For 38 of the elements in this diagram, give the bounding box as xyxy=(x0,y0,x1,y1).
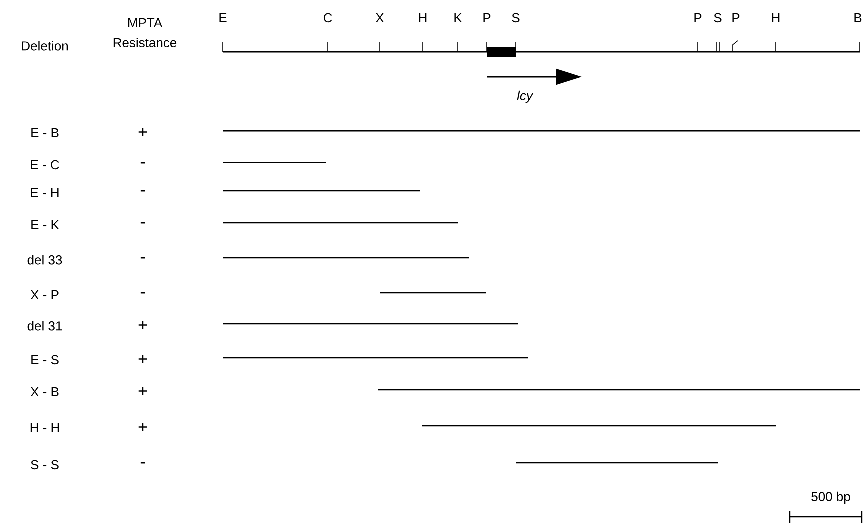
site-label: P xyxy=(484,14,491,22)
row-label: E - B xyxy=(32,128,59,138)
row-label: del 31 xyxy=(28,321,62,331)
row-label: del 33 xyxy=(28,255,62,265)
row-label: X - P xyxy=(30,290,59,300)
site-label: S xyxy=(512,13,520,23)
resistance-sign: + xyxy=(138,355,148,364)
resistance-sign: + xyxy=(138,423,148,432)
scale-label: 500 bp xyxy=(812,492,850,504)
row-label: E - K xyxy=(32,220,60,230)
site-label: X xyxy=(376,14,384,22)
site-label: P xyxy=(694,14,702,22)
resistance-sign: + xyxy=(138,128,148,136)
row-label: S - S xyxy=(31,460,59,470)
row-label: E - C xyxy=(31,160,60,170)
site-label: H xyxy=(772,14,780,22)
row-label: X - B xyxy=(30,388,59,396)
gene-label: lcy xyxy=(517,90,534,104)
resistance-sign: + xyxy=(138,387,148,396)
column-header: MPTA Resistance xyxy=(114,18,177,48)
resistance-sign: - xyxy=(140,162,146,164)
resistance-sign: - xyxy=(140,292,146,294)
site-label: C xyxy=(324,13,332,23)
site-label: H xyxy=(419,14,427,22)
site-label: S xyxy=(714,13,722,23)
site-label: E xyxy=(220,14,227,22)
resistance-sign: - xyxy=(140,257,146,259)
resistance-sign: + xyxy=(138,321,148,330)
site-label: K xyxy=(454,14,462,22)
row-label: H - H xyxy=(30,424,60,432)
resistance-sign: - xyxy=(140,190,146,192)
resistance-sign: - xyxy=(140,462,146,464)
row-label: E - H xyxy=(31,188,59,198)
resistance-sign: - xyxy=(140,222,146,224)
site-label: B xyxy=(854,14,862,22)
row-label: E - S xyxy=(32,355,59,365)
site-label: P xyxy=(732,14,740,22)
column-header: Deletion xyxy=(22,41,68,51)
